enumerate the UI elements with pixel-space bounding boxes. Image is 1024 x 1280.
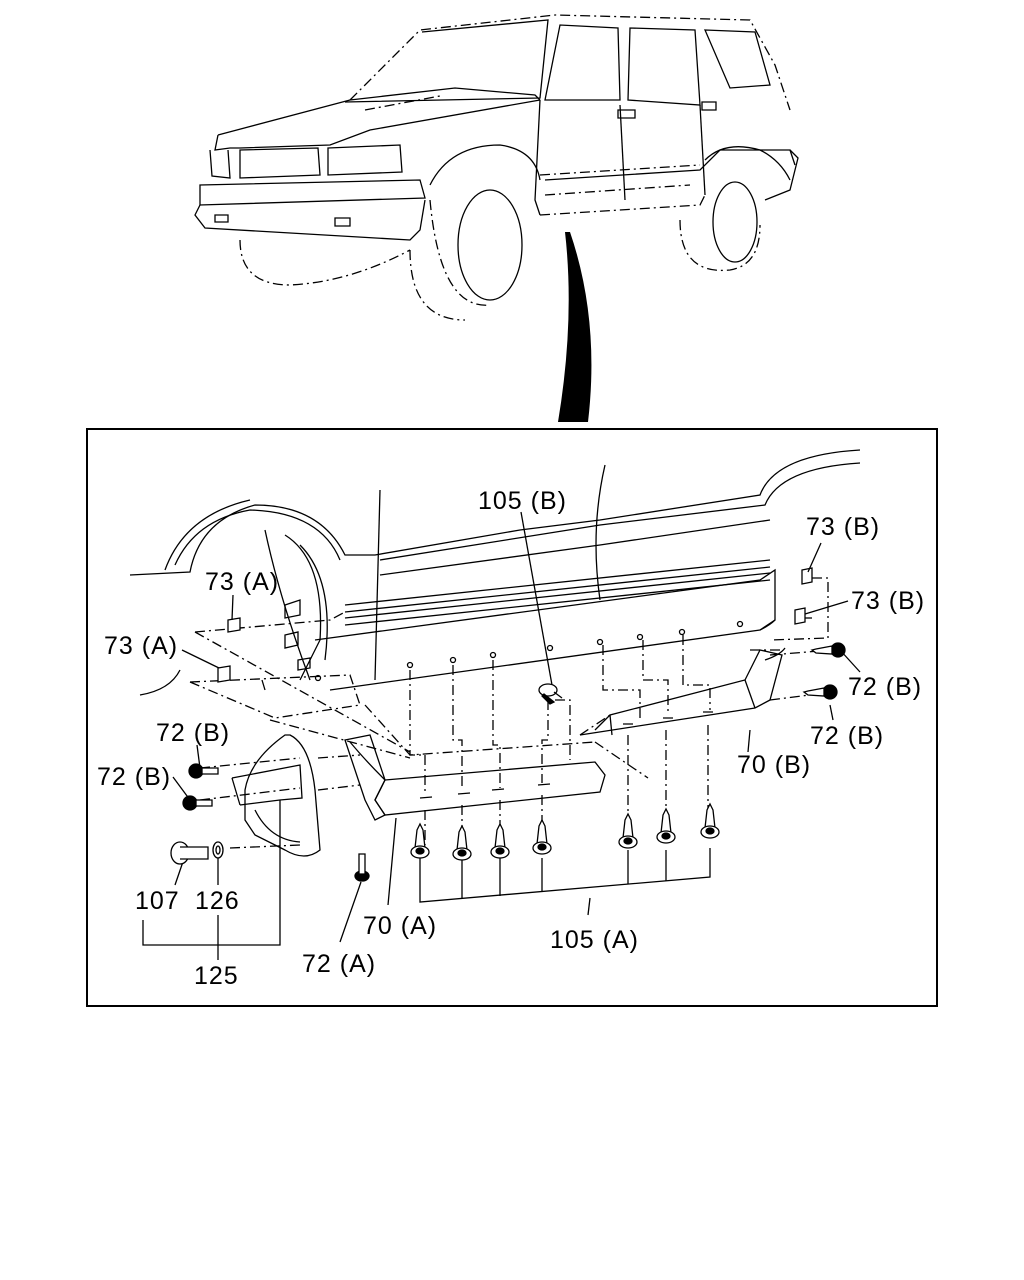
callout-73b-mid: 73 (B) bbox=[851, 587, 925, 615]
callout-72b-left-2: 72 (B) bbox=[97, 763, 171, 791]
callout-72a: 72 (A) bbox=[302, 950, 376, 978]
callout-73a-left: 73 (A) bbox=[104, 632, 178, 660]
callout-72b-left-1: 72 (B) bbox=[156, 719, 230, 747]
callout-126: 126 bbox=[195, 887, 240, 915]
callout-105a: 105 (A) bbox=[550, 926, 639, 954]
callout-70b: 70 (B) bbox=[737, 751, 811, 779]
detail-illustration bbox=[129, 449, 861, 960]
pointer-arrow bbox=[558, 232, 592, 422]
callout-72b-right-2: 72 (B) bbox=[810, 722, 884, 750]
callout-labels: 105 (B) 73 (B) 73 (B) 73 (A) 73 (A) 72 (… bbox=[97, 487, 925, 990]
callout-125: 125 bbox=[194, 962, 239, 990]
callout-105b: 105 (B) bbox=[478, 487, 567, 515]
detail-frame bbox=[86, 428, 938, 1007]
callout-73b-top: 73 (B) bbox=[806, 513, 880, 541]
callout-72b-right-1: 72 (B) bbox=[848, 673, 922, 701]
callout-107: 107 bbox=[135, 887, 180, 915]
callout-70a: 70 (A) bbox=[363, 912, 437, 940]
vehicle-illustration bbox=[194, 14, 799, 321]
clip-105b bbox=[538, 683, 563, 705]
callout-73a-top: 73 (A) bbox=[205, 568, 279, 596]
fasteners bbox=[170, 642, 846, 882]
